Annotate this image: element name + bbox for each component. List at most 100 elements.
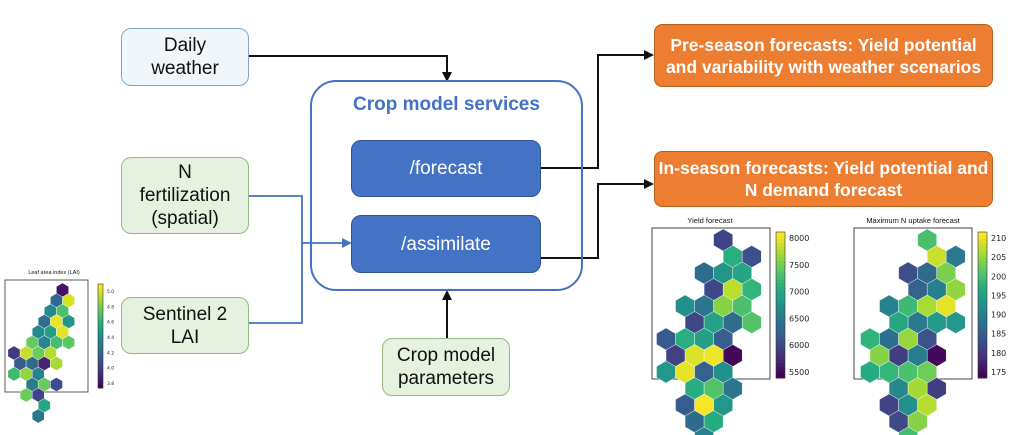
colorbar-segment (98, 307, 103, 311)
colorbar-segment (978, 301, 987, 306)
colorbar-segment (978, 348, 987, 353)
colorbar-segment (98, 302, 103, 306)
colorbar-segment (98, 359, 103, 363)
colorbar-segment (98, 382, 103, 386)
colorbar-segment (978, 264, 987, 269)
colorbar-segment (98, 291, 103, 295)
arrow-weather-to-services (249, 55, 452, 82)
colorbar-segment (978, 374, 987, 379)
colorbar-segment (776, 308, 785, 313)
colorbar-tick-label: 4.0 (107, 366, 114, 372)
yield-hex-grid (656, 228, 762, 435)
colorbar-segment (776, 330, 785, 335)
n-fertilization-label: N fertilization (spatial) (139, 162, 231, 229)
colorbar-segment (776, 334, 785, 339)
lai-colorbar: 5.04.84.64.44.24.03.8 (97, 283, 114, 389)
colorbar-segment (978, 341, 987, 346)
colorbar-frame (97, 283, 104, 389)
colorbar-segment (776, 253, 785, 259)
colorbar-segment (978, 312, 987, 317)
colorbar-tick-label: 7500 (789, 261, 809, 270)
colorbar-segment (776, 359, 785, 364)
colorbar-segment (978, 275, 987, 280)
yield-map-title: Yield forecast (687, 216, 733, 225)
colorbar-segment (978, 334, 987, 339)
colorbar-segment (776, 370, 785, 375)
colorbar-segment (776, 352, 785, 357)
colorbar-segment (776, 297, 785, 302)
colorbar-segment (776, 246, 785, 251)
colorbar-segment (978, 246, 987, 251)
colorbar-segment (978, 235, 987, 240)
colorbar-segment (98, 372, 103, 376)
colorbar-segment (98, 312, 103, 316)
colorbar-segment (98, 375, 103, 379)
colorbar-tick-label: 4.6 (107, 320, 114, 326)
daily-weather-box: Daily weather (121, 28, 249, 86)
colorbar-segment (98, 346, 103, 350)
colorbar-segment (98, 364, 103, 368)
colorbar-tick-label: 7000 (789, 288, 809, 297)
colorbar-segment (98, 343, 103, 347)
lai-hex-grid (7, 282, 75, 424)
colorbar-frame (977, 231, 988, 379)
daily-weather-label: Daily weather (151, 35, 219, 79)
colorbar-tick-label: 210 (991, 234, 1006, 243)
colorbar-segment (978, 359, 987, 364)
colorbar-tick-label: 175 (991, 368, 1006, 377)
colorbar-tick-label: 185 (991, 330, 1006, 339)
colorbar-segment (978, 345, 987, 350)
colorbar-segment (776, 261, 785, 266)
colorbar-segment (98, 380, 103, 384)
arrow-assimilate-to-inseason (541, 179, 654, 259)
colorbar-segment (978, 352, 987, 357)
forecast-service-label: /forecast (409, 158, 483, 179)
colorbar-segment (776, 326, 785, 332)
preseason-forecast-label: Pre-season forecasts: Yield potential an… (665, 34, 982, 77)
colorbar-segment (776, 275, 785, 280)
colorbar-segment (978, 232, 987, 237)
colorbar-segment (98, 354, 103, 358)
colorbar-segment (98, 323, 103, 327)
colorbar-segment (978, 261, 987, 266)
colorbar-segment (98, 338, 103, 342)
colorbar-segment (776, 257, 785, 262)
colorbar-tick-label: 5.0 (107, 289, 114, 295)
colorbar-tick-label: 6000 (789, 341, 809, 350)
colorbar-segment (776, 268, 785, 273)
colorbar-segment (776, 341, 785, 346)
colorbar-tick-label: 8000 (789, 234, 809, 243)
colorbar-segment (98, 284, 103, 288)
colorbar-segment (776, 374, 785, 379)
colorbar-segment (98, 356, 103, 360)
colorbar-segment (978, 250, 987, 255)
sentinel-lai-box: Sentinel 2 LAI (121, 297, 249, 354)
hex-cell (32, 408, 45, 424)
colorbar-segment (978, 242, 987, 248)
hex-cell (946, 311, 966, 334)
lai-map: 5.04.84.64.44.24.03.8 (4, 279, 114, 424)
colorbar-segment (776, 235, 785, 240)
hex-cell (898, 426, 918, 435)
colorbar-segment (98, 325, 103, 329)
colorbar-segment (978, 315, 987, 321)
nuptake-map-title: Maximum N uptake forecast (866, 216, 960, 225)
colorbar-segment (776, 290, 785, 295)
colorbar-segment (98, 330, 103, 334)
crop-params-label: Crop model parameters (396, 345, 496, 389)
colorbar-segment (978, 319, 987, 324)
colorbar-segment (776, 279, 785, 284)
colorbar-segment (776, 250, 785, 255)
crop-model-services-container (310, 80, 583, 291)
colorbar-segment (98, 315, 103, 319)
colorbar-segment (98, 299, 103, 303)
colorbar-segment (776, 305, 785, 310)
colorbar-segment (98, 336, 103, 340)
colorbar-segment (776, 286, 785, 291)
colorbar-segment (978, 337, 987, 342)
colorbar-segment (98, 349, 103, 353)
colorbar-segment (978, 239, 987, 244)
colorbar-segment (98, 310, 103, 314)
colorbar-tick-label: 4.2 (107, 350, 114, 356)
